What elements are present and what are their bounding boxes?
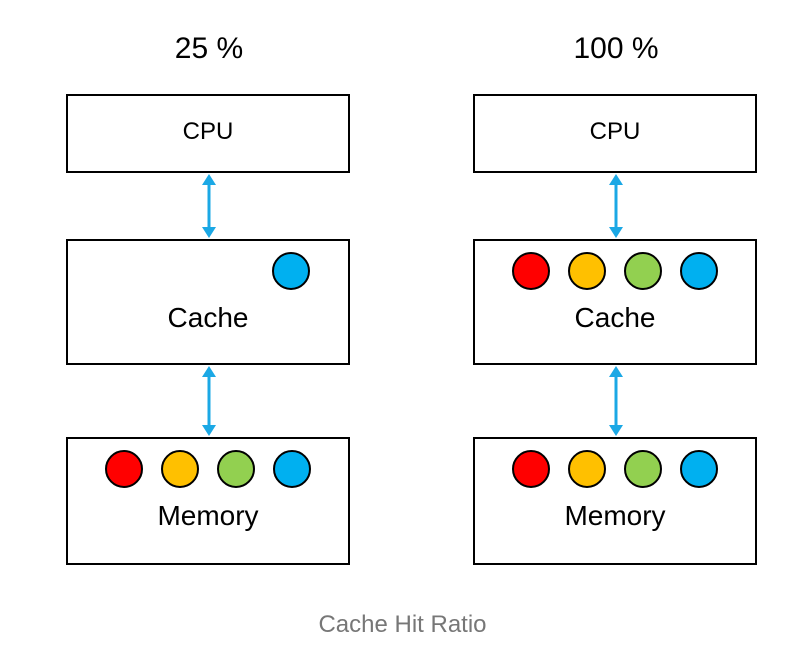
diagram-100-percent: 100 % CPU Cache Memory [471, 0, 761, 600]
cpu-cache-arrow [202, 174, 216, 238]
cache-memory-arrow [609, 366, 623, 436]
red-data-dot [512, 450, 550, 488]
diagram-25-percent: 25 % CPU Cache Memory [64, 0, 354, 600]
blue-data-dot [680, 252, 718, 290]
orange-data-dot [568, 450, 606, 488]
green-data-dot [624, 450, 662, 488]
memory-box: Memory [473, 437, 757, 565]
blue-data-dot [680, 450, 718, 488]
cache-box: Cache [66, 239, 350, 365]
red-data-dot [512, 252, 550, 290]
green-data-dot [217, 450, 255, 488]
cache-dots [475, 252, 755, 290]
cache-label: Cache [574, 302, 656, 333]
cache-box: Cache [473, 239, 757, 365]
memory-label: Memory [564, 500, 666, 531]
green-data-dot [624, 252, 662, 290]
blue-data-dot [273, 450, 311, 488]
cache-dots [68, 252, 348, 290]
cpu-cache-arrow [609, 174, 623, 238]
memory-label: Memory [157, 500, 259, 531]
orange-data-dot [568, 252, 606, 290]
hit-ratio-title: 100 % [573, 32, 659, 65]
orange-data-dot [161, 450, 199, 488]
cpu-box: CPU [473, 94, 757, 173]
cpu-label: CPU [589, 118, 641, 145]
diagram-caption: Cache Hit Ratio [318, 611, 487, 638]
cache-memory-arrow [202, 366, 216, 436]
memory-dots [68, 450, 348, 488]
blue-data-dot [272, 252, 310, 290]
cpu-box: CPU [66, 94, 350, 173]
cache-label: Cache [167, 302, 249, 333]
hit-ratio-title: 25 % [174, 32, 244, 65]
cpu-label: CPU [182, 118, 234, 145]
memory-box: Memory [66, 437, 350, 565]
memory-dots [475, 450, 755, 488]
red-data-dot [105, 450, 143, 488]
